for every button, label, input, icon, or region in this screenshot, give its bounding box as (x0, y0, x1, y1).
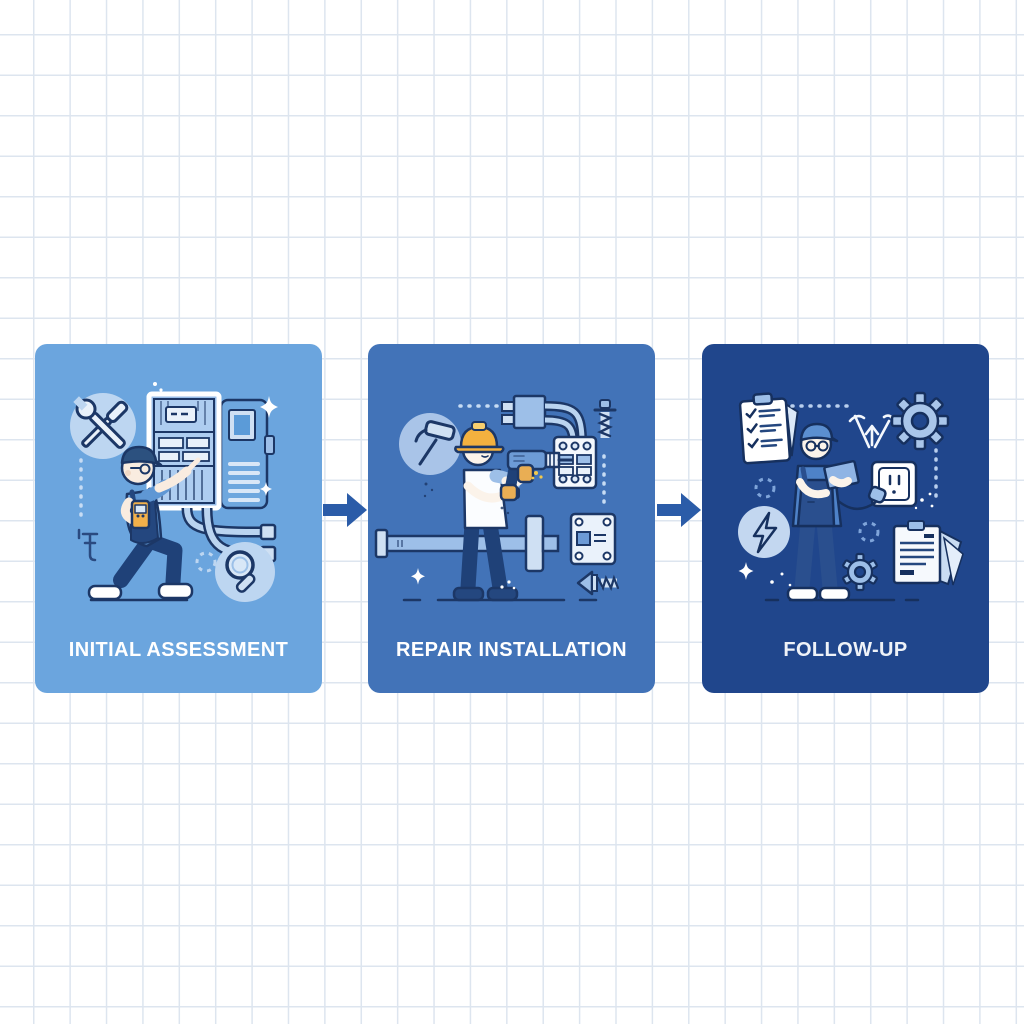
initial-assessment-illustration (70, 382, 278, 602)
circuit-breaker (552, 435, 598, 490)
valve-glyph-icon (77, 528, 99, 562)
checklist-clipboard-icon (738, 392, 799, 465)
sparkle-icons (738, 492, 934, 587)
small-gear-icon (842, 552, 878, 592)
bolt-icon (576, 570, 620, 596)
hammer-badge-icon (399, 413, 461, 475)
step-label: FOLLOW-UP (783, 639, 908, 661)
tools-badge-icon (70, 393, 136, 459)
repair-installation-illustration (374, 394, 620, 602)
step-card-initial-assessment: INITIAL ASSESSMENT (35, 344, 322, 693)
technician-with-tablet (764, 422, 920, 602)
power-outlet-icon (831, 460, 918, 511)
documents-icon (892, 520, 964, 586)
mounting-plate (569, 512, 617, 566)
sparkle-icons (411, 568, 516, 590)
technician-kneeling (87, 445, 201, 602)
dashed-circle (858, 521, 880, 543)
step-card-repair-installation: REPAIR INSTALLATION (368, 344, 655, 693)
junction-box (501, 394, 587, 439)
dashed-circle (195, 551, 217, 573)
electrical-panel (146, 391, 277, 563)
dashed-circle (754, 477, 776, 499)
magnifier-badge-icon (215, 542, 275, 602)
step-label: INITIAL ASSESSMENT (68, 639, 289, 661)
speckle-dots (423, 482, 510, 515)
follow-up-illustration (738, 391, 964, 602)
worker-with-drill (402, 421, 598, 602)
flow-arrow-icon (323, 493, 367, 527)
gear-icon (890, 391, 950, 451)
screw-icon (593, 399, 617, 438)
growth-arrow-icon (848, 414, 895, 449)
flow-arrow-icon (657, 493, 701, 527)
sparkle-icons (153, 382, 278, 496)
step-label: REPAIR INSTALLATION (396, 639, 627, 661)
lightning-badge-icon (738, 506, 790, 558)
step-card-follow-up: FOLLOW-UP (702, 344, 989, 693)
